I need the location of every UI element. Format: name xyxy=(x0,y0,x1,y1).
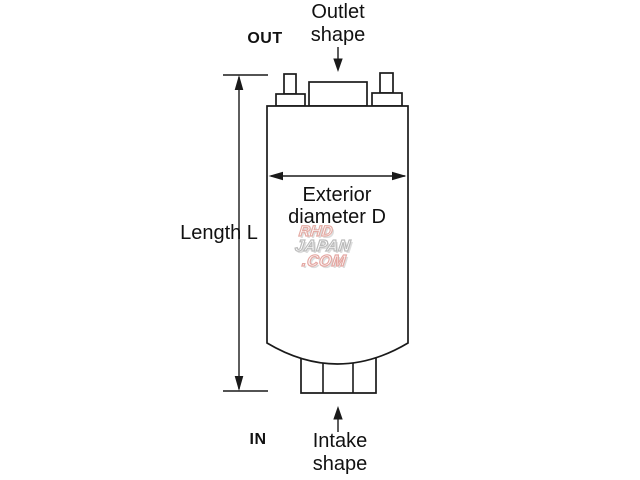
diameter-arrowhead-right-icon xyxy=(392,171,407,181)
outlet-arrowhead-down-icon xyxy=(333,58,343,72)
intake-pointer-arrow xyxy=(333,406,343,432)
intake-arrowhead-up-icon xyxy=(333,406,343,420)
out-label: OUT xyxy=(247,30,283,47)
length-dimension-line xyxy=(223,74,268,392)
outlet-shape-label: Outlet shape xyxy=(310,1,366,46)
length-arrowhead-up-icon xyxy=(234,75,244,90)
intake-shape-label: Intake shape xyxy=(312,430,368,475)
watermark-line-3: .COM xyxy=(300,252,347,270)
exterior-diameter-label: Exterior diameter D xyxy=(288,184,386,228)
left-terminal-post xyxy=(275,73,306,107)
intake-connector-shape xyxy=(300,358,377,394)
diameter-dimension-arrow xyxy=(268,171,407,181)
right-terminal-post xyxy=(371,72,403,107)
length-arrowhead-down-icon xyxy=(234,376,244,391)
diameter-arrowhead-left-icon xyxy=(268,171,283,181)
outlet-pointer-arrow xyxy=(333,47,343,72)
in-label: IN xyxy=(249,431,267,448)
pump-body-outline xyxy=(266,105,409,365)
length-label: Length L xyxy=(180,222,258,244)
outlet-connector-shape xyxy=(308,81,368,107)
